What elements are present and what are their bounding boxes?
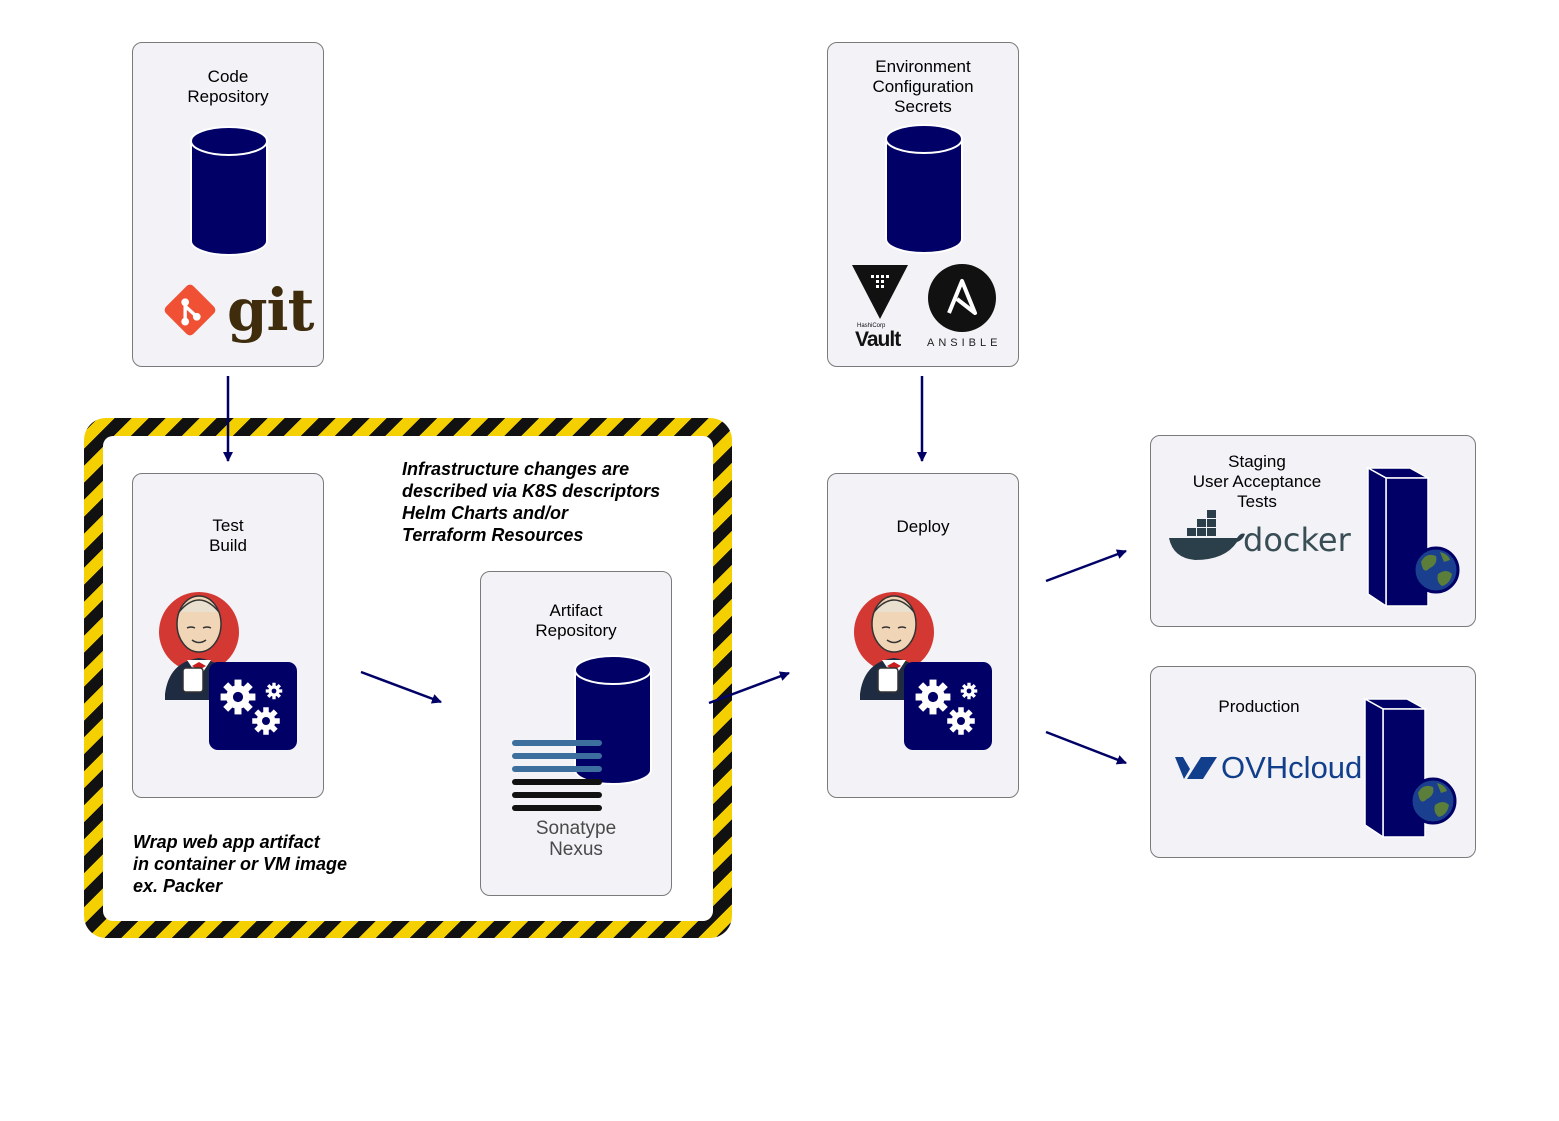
ansible-logo-icon	[928, 264, 996, 332]
environment-config-label: Environment Configuration Secrets	[872, 57, 974, 116]
arrow-build-to-artifact	[360, 670, 442, 704]
staging-node[interactable]: Staging User Acceptance Tests docker	[1150, 435, 1476, 627]
ovh-wordmark: OVHcloud	[1221, 750, 1363, 785]
ovh-logo-icon	[1175, 757, 1217, 779]
docker-whale-icon	[1169, 510, 1245, 560]
nexus-logo-icon	[512, 740, 602, 811]
staging-label: Staging User Acceptance Tests	[1192, 452, 1322, 511]
arrow-deploy-to-staging	[1045, 549, 1127, 583]
artifact-repository-label: Artifact Repository	[535, 601, 617, 640]
deploy-node[interactable]: Deploy	[827, 473, 1019, 798]
production-label: Production	[1218, 697, 1300, 716]
code-repository-node[interactable]: Code Repository git	[132, 42, 324, 367]
git-logo-icon	[164, 284, 216, 336]
docker-wordmark: docker	[1243, 521, 1351, 559]
vault-brand: HashiCorp	[857, 323, 886, 329]
deploy-label: Deploy	[896, 517, 950, 536]
arrow-artifact-to-deploy	[708, 671, 790, 705]
nexus-wordmark: Sonatype Nexus	[535, 818, 617, 860]
artifact-repository-node[interactable]: Artifact Repository Sonatype Nexus	[480, 571, 672, 896]
ansible-wordmark: ANSIBLE	[927, 337, 1002, 349]
infrastructure-note: Infrastructure changes are described via…	[402, 459, 661, 545]
code-repository-label: Code Repository	[187, 67, 269, 106]
vault-wordmark: Vault	[855, 328, 901, 351]
test-build-node[interactable]: Test Build	[132, 473, 324, 798]
environment-config-node[interactable]: Environment Configuration Secrets HashiC…	[827, 42, 1019, 367]
git-wordmark: git	[227, 276, 314, 344]
production-node[interactable]: Production OVHcloud	[1150, 666, 1476, 858]
vault-logo-icon	[852, 265, 908, 319]
arrow-deploy-to-production	[1045, 730, 1127, 765]
test-build-label: Test Build	[209, 516, 247, 555]
wrap-note: Wrap web app artifact in container or VM…	[133, 832, 348, 896]
